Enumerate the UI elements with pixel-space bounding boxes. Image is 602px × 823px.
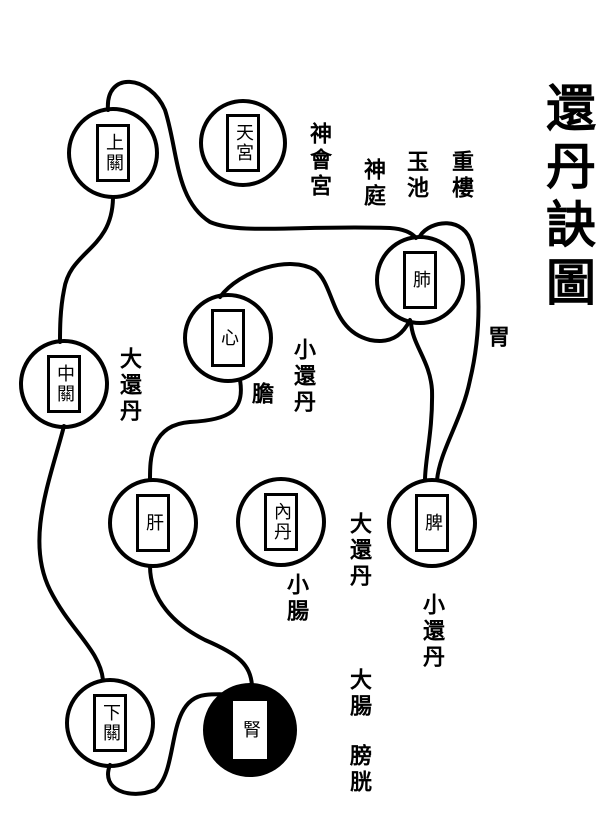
label-xiaohuandan-upper: 小還丹 — [290, 338, 316, 416]
path-shangguan-to-zhongguan — [58, 196, 115, 344]
node-label-xin: 心 — [211, 309, 245, 367]
node-label-fei: 肺 — [403, 251, 437, 309]
node-label-shangguan: 上關 — [96, 124, 130, 182]
path-fei-wei-loop — [418, 221, 481, 482]
label-dachang: 大腸 — [346, 668, 372, 720]
node-label-neidan: 內丹 — [264, 493, 298, 551]
label-dan: 膽 — [248, 382, 274, 408]
node-circle-tiangong — [199, 99, 287, 187]
node-label-tiangong: 天宮 — [226, 114, 260, 172]
label-pangguang: 膀胱 — [346, 744, 372, 796]
node-label-shen: 腎 — [233, 701, 267, 759]
diagram-title: 還丹訣圖 — [538, 82, 597, 314]
label-yuchi: 玉池 — [403, 150, 429, 202]
node-circle-xin — [183, 293, 273, 383]
node-circle-xiaguan — [65, 678, 155, 768]
node-label-zhongguan: 中關 — [47, 355, 81, 413]
path-shangguan-to-fei — [105, 79, 418, 240]
label-wei: 胃 — [484, 325, 510, 351]
label-chonglou: 重樓 — [448, 150, 474, 202]
node-circle-gan — [108, 478, 198, 568]
label-xiaohuandan-lower: 小還丹 — [419, 593, 445, 671]
node-circle-pi — [387, 478, 477, 568]
path-fei-to-pi — [409, 320, 435, 482]
label-dahuandan-mid: 大還丹 — [346, 512, 372, 590]
label-shenhuigong: 神會宮 — [306, 122, 332, 200]
path-xin-to-gan — [148, 378, 243, 481]
path-xin-to-fei — [218, 262, 412, 343]
node-circle-shangguan — [67, 107, 159, 199]
label-shenting: 神庭 — [360, 158, 386, 210]
node-circle-fei — [375, 235, 465, 325]
path-gan-to-shen — [148, 564, 254, 687]
node-circle-neidan — [236, 477, 326, 567]
label-xiaochang: 小腸 — [283, 573, 309, 625]
path-zhongguan-to-xiaguan — [37, 424, 105, 682]
node-circle-zhongguan — [19, 339, 109, 429]
label-dahuandan-left: 大還丹 — [116, 347, 142, 425]
node-label-pi: 脾 — [415, 494, 449, 552]
node-label-xiaguan: 下關 — [93, 694, 127, 752]
node-label-gan: 肝 — [136, 494, 170, 552]
